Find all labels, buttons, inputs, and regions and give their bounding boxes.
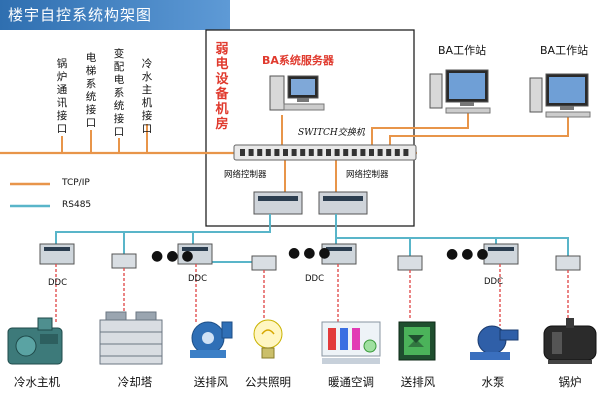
- switch-ports: [240, 149, 409, 156]
- ws2-line: [389, 116, 569, 146]
- switch-port: [283, 149, 288, 156]
- device-label-hvac: 暖通空调: [328, 375, 374, 389]
- ddc-label-4: DDC: [484, 277, 504, 287]
- io-module: [111, 253, 137, 269]
- device-label-exhaust: 送排风: [400, 375, 436, 389]
- rs485-left-trunk: [55, 214, 271, 244]
- rs485-right-trunk: [335, 214, 569, 256]
- switch-port: [394, 149, 400, 156]
- device-label-boiler: 锅炉: [558, 375, 582, 389]
- fan-icon: [190, 321, 233, 358]
- io-module: [251, 255, 277, 271]
- network-controller-2: [318, 191, 368, 215]
- device-label-fan: 送排风: [193, 375, 229, 389]
- switch-port: [377, 149, 383, 156]
- water-pump-icon: [470, 325, 519, 360]
- interface-label-4: 冷水主机接口: [141, 58, 153, 135]
- hvac-icon: [321, 321, 381, 364]
- switch-port: [386, 149, 392, 156]
- switch-port: [343, 149, 349, 156]
- server-icon: [269, 75, 325, 111]
- switch-port: [248, 149, 254, 156]
- switch-port: [300, 149, 306, 156]
- light-bulb-icon: [253, 319, 283, 359]
- ddc-module-strip: [488, 247, 514, 251]
- switch-port: [369, 149, 374, 156]
- device-label-pump: 水泵: [481, 375, 505, 389]
- ws1-line: [371, 112, 469, 146]
- switch-label: SWITCH交换机: [298, 128, 365, 138]
- network-controller-1: [253, 191, 303, 215]
- chiller-icon: [7, 317, 63, 365]
- switch-port: [403, 149, 409, 156]
- device-label-lighting: 公共照明: [245, 375, 291, 389]
- switch-port: [274, 149, 280, 156]
- ddc-module-strip: [326, 247, 352, 251]
- more-devices-dots-3: ●●●: [446, 246, 492, 262]
- network-controller-label-2: 网络控制器: [346, 170, 389, 180]
- switch-port: [360, 149, 366, 156]
- device-label-cooling-tower: 冷却塔: [117, 375, 153, 389]
- workstation-2-icon: [529, 73, 591, 118]
- legend-tcpip-label: TCP/IP: [62, 178, 90, 188]
- switch-port: [351, 149, 357, 156]
- ddc-modules: [39, 243, 581, 271]
- ddc-label-3: DDC: [305, 274, 325, 284]
- interface-label-1: 锅炉通讯接口: [56, 58, 68, 135]
- machine-room-label: 弱电设备机房: [215, 42, 229, 132]
- workstation-label-2: BA工作站: [540, 44, 589, 57]
- switch-port: [291, 149, 297, 156]
- interface-label-3: 变配电系统接口: [113, 48, 125, 138]
- ddc-module-strip: [182, 247, 208, 251]
- workstation-label-1: BA工作站: [438, 44, 487, 57]
- switch-port: [334, 149, 340, 156]
- ddc-label-1: DDC: [48, 278, 68, 288]
- cooling-tower-icon: [99, 311, 163, 365]
- switch-body: [233, 144, 417, 161]
- switch-port: [308, 149, 314, 156]
- io-module: [555, 255, 581, 271]
- network-controller-label-1: 网络控制器: [224, 170, 267, 180]
- switch-port: [326, 149, 331, 156]
- io-module: [397, 255, 423, 271]
- server-label: BA系统服务器: [262, 54, 334, 67]
- device-label-chiller: 冷水主机: [14, 375, 60, 389]
- interface-label-2: 电梯系统接口: [85, 52, 97, 129]
- ddc-label-2: DDC: [188, 274, 208, 284]
- boiler-icon: [543, 318, 597, 364]
- switch-port: [240, 149, 245, 156]
- exhaust-fan-icon: [398, 321, 436, 361]
- ddc-module-strip: [44, 247, 70, 251]
- field-lines: [55, 264, 569, 326]
- legend-rs485-label: RS485: [62, 200, 92, 210]
- diagram-title: 楼宇自控系统构架图: [0, 0, 230, 30]
- workstation-1-icon: [429, 69, 491, 114]
- more-devices-dots-1: ●●●: [151, 248, 197, 264]
- switch-port: [265, 149, 271, 156]
- more-devices-dots-2: ●●●: [288, 245, 334, 261]
- switch-port: [257, 149, 263, 156]
- switch-port: [317, 149, 323, 156]
